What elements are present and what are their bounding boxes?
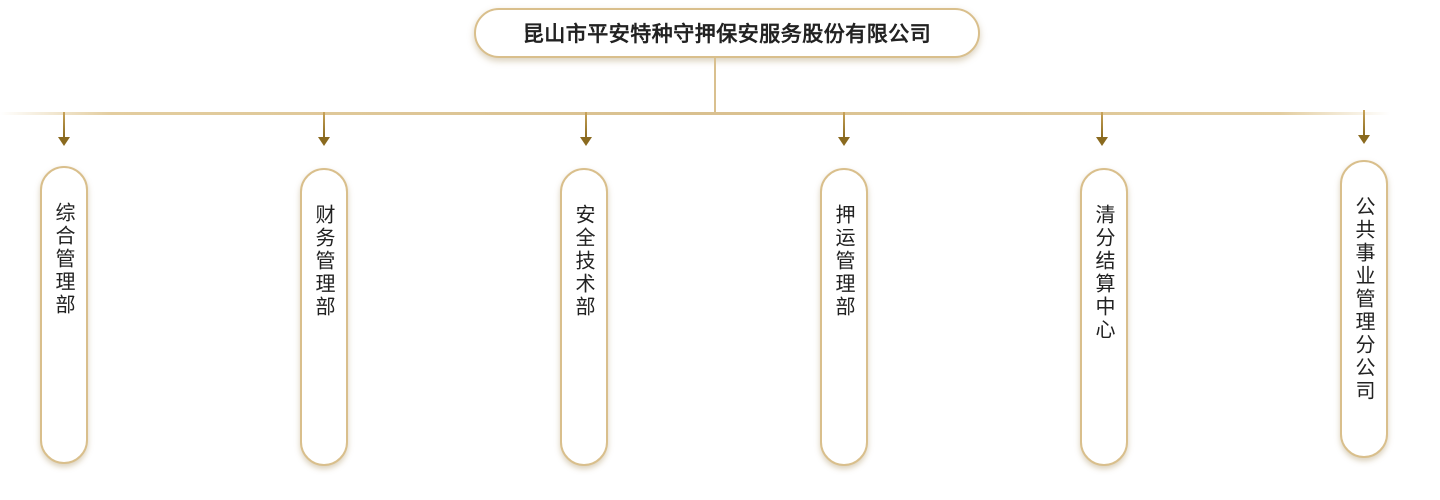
department-label: 清分结算中心 bbox=[1092, 204, 1116, 342]
arrow-down-icon bbox=[580, 112, 592, 148]
arrow-down-icon bbox=[838, 112, 850, 148]
department-node: 押运管理部 bbox=[820, 168, 868, 466]
department-label: 综合管理部 bbox=[52, 202, 76, 317]
root-vertical-connector bbox=[714, 58, 716, 114]
department-node: 财务管理部 bbox=[300, 168, 348, 466]
department-label: 公共事业管理分公司 bbox=[1352, 196, 1376, 403]
arrow-down-icon bbox=[58, 112, 70, 148]
department-node: 综合管理部 bbox=[40, 166, 88, 464]
department-node: 清分结算中心 bbox=[1080, 168, 1128, 466]
department-label: 安全技术部 bbox=[572, 204, 596, 319]
department-node: 安全技术部 bbox=[560, 168, 608, 466]
root-company-node: 昆山市平安特种守押保安服务股份有限公司 bbox=[474, 8, 980, 58]
root-company-label: 昆山市平安特种守押保安服务股份有限公司 bbox=[522, 22, 932, 46]
horizontal-connector bbox=[0, 112, 1390, 115]
department-label: 押运管理部 bbox=[832, 204, 856, 319]
arrow-down-icon bbox=[1096, 112, 1108, 148]
arrow-down-icon bbox=[1358, 110, 1370, 146]
arrow-down-icon bbox=[318, 112, 330, 148]
department-node: 公共事业管理分公司 bbox=[1340, 160, 1388, 458]
department-label: 财务管理部 bbox=[312, 204, 336, 319]
